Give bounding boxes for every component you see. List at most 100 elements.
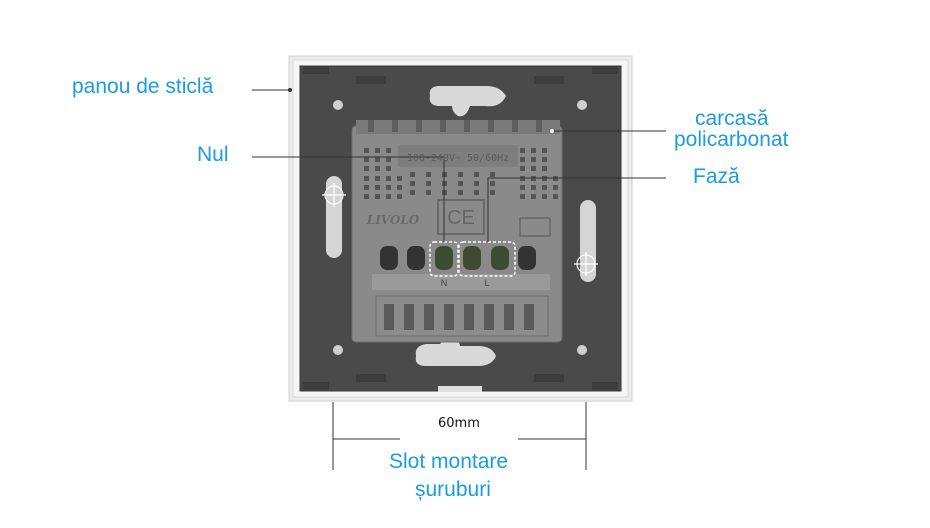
plate-tab (303, 382, 329, 390)
terminal-screw (404, 304, 414, 330)
glass-panel-label: panou de sticlă (72, 75, 214, 98)
vent-hole (386, 185, 391, 190)
terminal-hole-wired (491, 246, 509, 270)
terminal-n-label: N (441, 278, 448, 288)
vent-hole (531, 166, 536, 171)
vent-hole (410, 181, 415, 186)
vent-hole (474, 190, 479, 195)
vent-hole (458, 190, 463, 195)
ce-text: CE (447, 207, 475, 229)
plate-tab (534, 374, 564, 382)
vent-hole (375, 185, 380, 190)
vent-hole (410, 190, 415, 195)
casing-label-line1: carcasă (695, 107, 769, 130)
vent-hole (542, 166, 547, 171)
side-slot-right (580, 200, 596, 282)
plate-tab (303, 66, 329, 74)
plate-tab (592, 66, 618, 74)
vent-hole (364, 176, 369, 181)
vent-hole (364, 194, 369, 199)
vent-hole (426, 190, 431, 195)
terminal-hole (518, 246, 536, 270)
side-slot-left (326, 176, 342, 258)
neutral-leader (252, 156, 445, 242)
vent-hole (397, 194, 402, 199)
vent-hole (386, 157, 391, 162)
module-top-ribs (356, 120, 560, 134)
brand-text: LIVOLO (366, 213, 420, 227)
terminal-hole (380, 246, 398, 270)
terminal-screws (384, 304, 534, 330)
vent-hole (386, 166, 391, 171)
dimension-width-label: 60mm (438, 416, 480, 431)
terminal-l-label: L (484, 278, 489, 288)
screw-slot-label-line1: Slot montare (389, 450, 509, 473)
terminal-screw (384, 304, 394, 330)
vent-hole (553, 194, 558, 199)
terminal-row (380, 246, 536, 270)
rating-label-area (398, 145, 518, 167)
plate-tab (592, 382, 618, 390)
vent-hole (542, 148, 547, 153)
phase-terminal-highlight (458, 241, 516, 277)
vent-hole (520, 166, 525, 171)
vent-hole (520, 148, 525, 153)
plate-bottom-notch (438, 386, 482, 392)
vent-hole (375, 166, 380, 171)
plate-screw (577, 345, 587, 355)
vent-hole (397, 185, 402, 190)
vent-hole (375, 148, 380, 153)
terminal-block (375, 295, 549, 337)
casing-label-line2: policarbonat (674, 128, 789, 151)
vent-hole (375, 157, 380, 162)
vent-hole (490, 181, 495, 186)
vent-hole (364, 157, 369, 162)
keyhole-slot-top (429, 86, 506, 117)
terminal-hole-wired (435, 246, 453, 270)
vent-hole (364, 185, 369, 190)
vent-hole (458, 172, 463, 177)
vent-hole (542, 185, 547, 190)
terminal-screw (484, 304, 494, 330)
terminal-screw (524, 304, 534, 330)
left-screw-crosshair (322, 183, 346, 207)
plate-tab (356, 374, 386, 382)
vent-hole (490, 190, 495, 195)
plate-tab (356, 76, 386, 84)
vent-hole (397, 176, 402, 181)
neutral-label: Nul (197, 143, 229, 166)
vent-hole (474, 181, 479, 186)
terminal-strip (372, 274, 550, 290)
right-screw-crosshair (574, 252, 598, 276)
plate-tab (534, 76, 564, 84)
terminal-hole (407, 246, 425, 270)
module-rib-teeth (368, 120, 542, 132)
glass-panel-leader-dot (288, 88, 292, 92)
vent-hole (410, 172, 415, 177)
vent-hole (542, 157, 547, 162)
vent-hole (474, 172, 479, 177)
vent-hole (386, 176, 391, 181)
phase-label: Fază (693, 165, 740, 188)
terminal-screw (504, 304, 514, 330)
vent-hole (426, 181, 431, 186)
vent-hole (531, 194, 536, 199)
rating-text: 100-240V~ 50/60Hz (407, 153, 509, 164)
vent-hole (490, 172, 495, 177)
vent-hole (542, 194, 547, 199)
screw-slot-label-line2: șuruburi (415, 478, 491, 501)
vent-hole (386, 194, 391, 199)
vent-hole (531, 185, 536, 190)
ce-mark-box (437, 199, 485, 235)
vent-hole (458, 181, 463, 186)
vent-hole (375, 194, 380, 199)
vent-hole (520, 194, 525, 199)
vent-hole (375, 176, 380, 181)
vent-hole (531, 148, 536, 153)
terminal-screw (464, 304, 474, 330)
keyhole-slot-bottom (415, 337, 496, 366)
vent-hole (520, 185, 525, 190)
vent-hole (364, 148, 369, 153)
plate-screw (333, 345, 343, 355)
